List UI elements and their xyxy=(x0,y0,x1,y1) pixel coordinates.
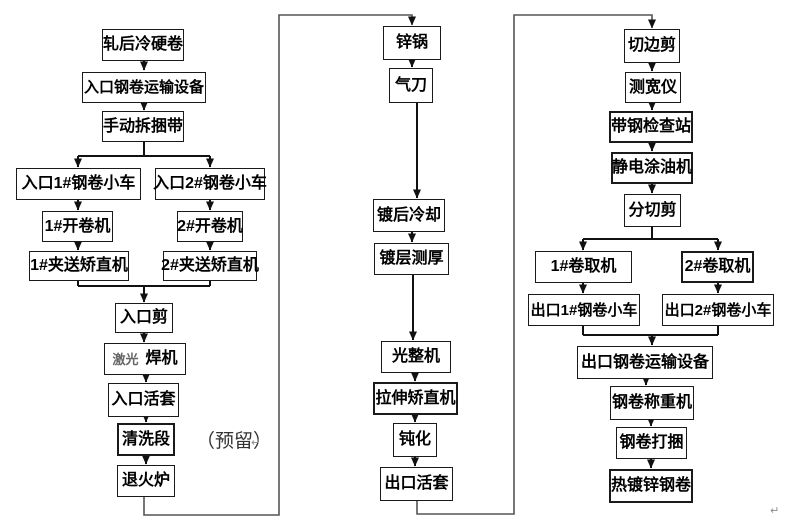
laser-welder-prefix-label: 激光 xyxy=(112,351,139,367)
node-exit-coil-transport: 出口钢卷运输设备 xyxy=(577,346,713,379)
node-exit-coil-car-1: 出口1#钢卷小车 xyxy=(528,294,640,326)
node-cleaning-section: 清洗段 xyxy=(117,423,175,456)
node-hot-dip-galvanized-coil: 热镀锌钢卷 xyxy=(609,469,693,503)
reserved-note: （预留） xyxy=(196,431,273,452)
node-coiler-2: 2#卷取机 xyxy=(681,251,754,283)
node-coil-weigher: 钢卷称重机 xyxy=(610,386,694,420)
node-uncoiler-1: 1#开卷机 xyxy=(42,211,113,242)
node-tension-leveler: 拉伸矫直机 xyxy=(373,382,458,415)
node-entry-coil-car-1: 入口1#钢卷小车 xyxy=(16,168,141,200)
node-air-knife: 气刀 xyxy=(389,68,433,103)
node-exit-looper: 出口活套 xyxy=(380,467,453,501)
node-coiler-1: 1#卷取机 xyxy=(535,251,632,283)
node-passivation: 钝化 xyxy=(393,423,437,457)
node-strip-inspection-station: 带钢检查站 xyxy=(609,111,693,143)
node-entry-shear: 入口剪 xyxy=(115,303,173,333)
node-exit-coil-car-2: 出口2#钢卷小车 xyxy=(662,294,774,326)
node-skin-pass-mill: 光整机 xyxy=(381,341,451,373)
node-electrostatic-oiler: 静电涂油机 xyxy=(611,152,693,184)
node-pinch-leveler-1: 1#夹送矫直机 xyxy=(29,251,129,281)
laser-welder-main-label: 焊机 xyxy=(145,350,178,367)
node-entry-looper: 入口活套 xyxy=(108,383,179,417)
node-width-gauge: 测宽仪 xyxy=(625,72,681,103)
node-coating-thickness-gauge: 镀层测厚 xyxy=(374,243,449,275)
node-laser-welder: 激光 焊机 xyxy=(104,343,186,375)
node-manual-strap-removal: 手动拆捆带 xyxy=(102,111,184,142)
node-uncoiler-2: 2#开卷机 xyxy=(177,211,243,242)
return-mark-icon: ↵ xyxy=(251,437,261,449)
node-annealing-furnace: 退火炉 xyxy=(117,465,175,497)
node-zinc-pot: 锌锅 xyxy=(383,26,441,60)
node-entry-coil-car-2: 入口2#钢卷小车 xyxy=(153,168,267,200)
node-rolled-cold-hard-coil: 轧后冷硬卷 xyxy=(102,29,184,61)
return-mark-icon: ↵ xyxy=(770,505,780,517)
node-edge-trimmer: 切边剪 xyxy=(624,29,680,63)
node-pinch-leveler-2: 2#夹送矫直机 xyxy=(161,251,259,281)
node-entry-coil-transport: 入口钢卷运输设备 xyxy=(82,72,206,103)
node-post-plating-cooling: 镀后冷却 xyxy=(373,199,445,232)
node-slitting-shear: 分切剪 xyxy=(624,194,681,227)
node-coil-strapping: 钢卷打捆 xyxy=(616,427,687,459)
